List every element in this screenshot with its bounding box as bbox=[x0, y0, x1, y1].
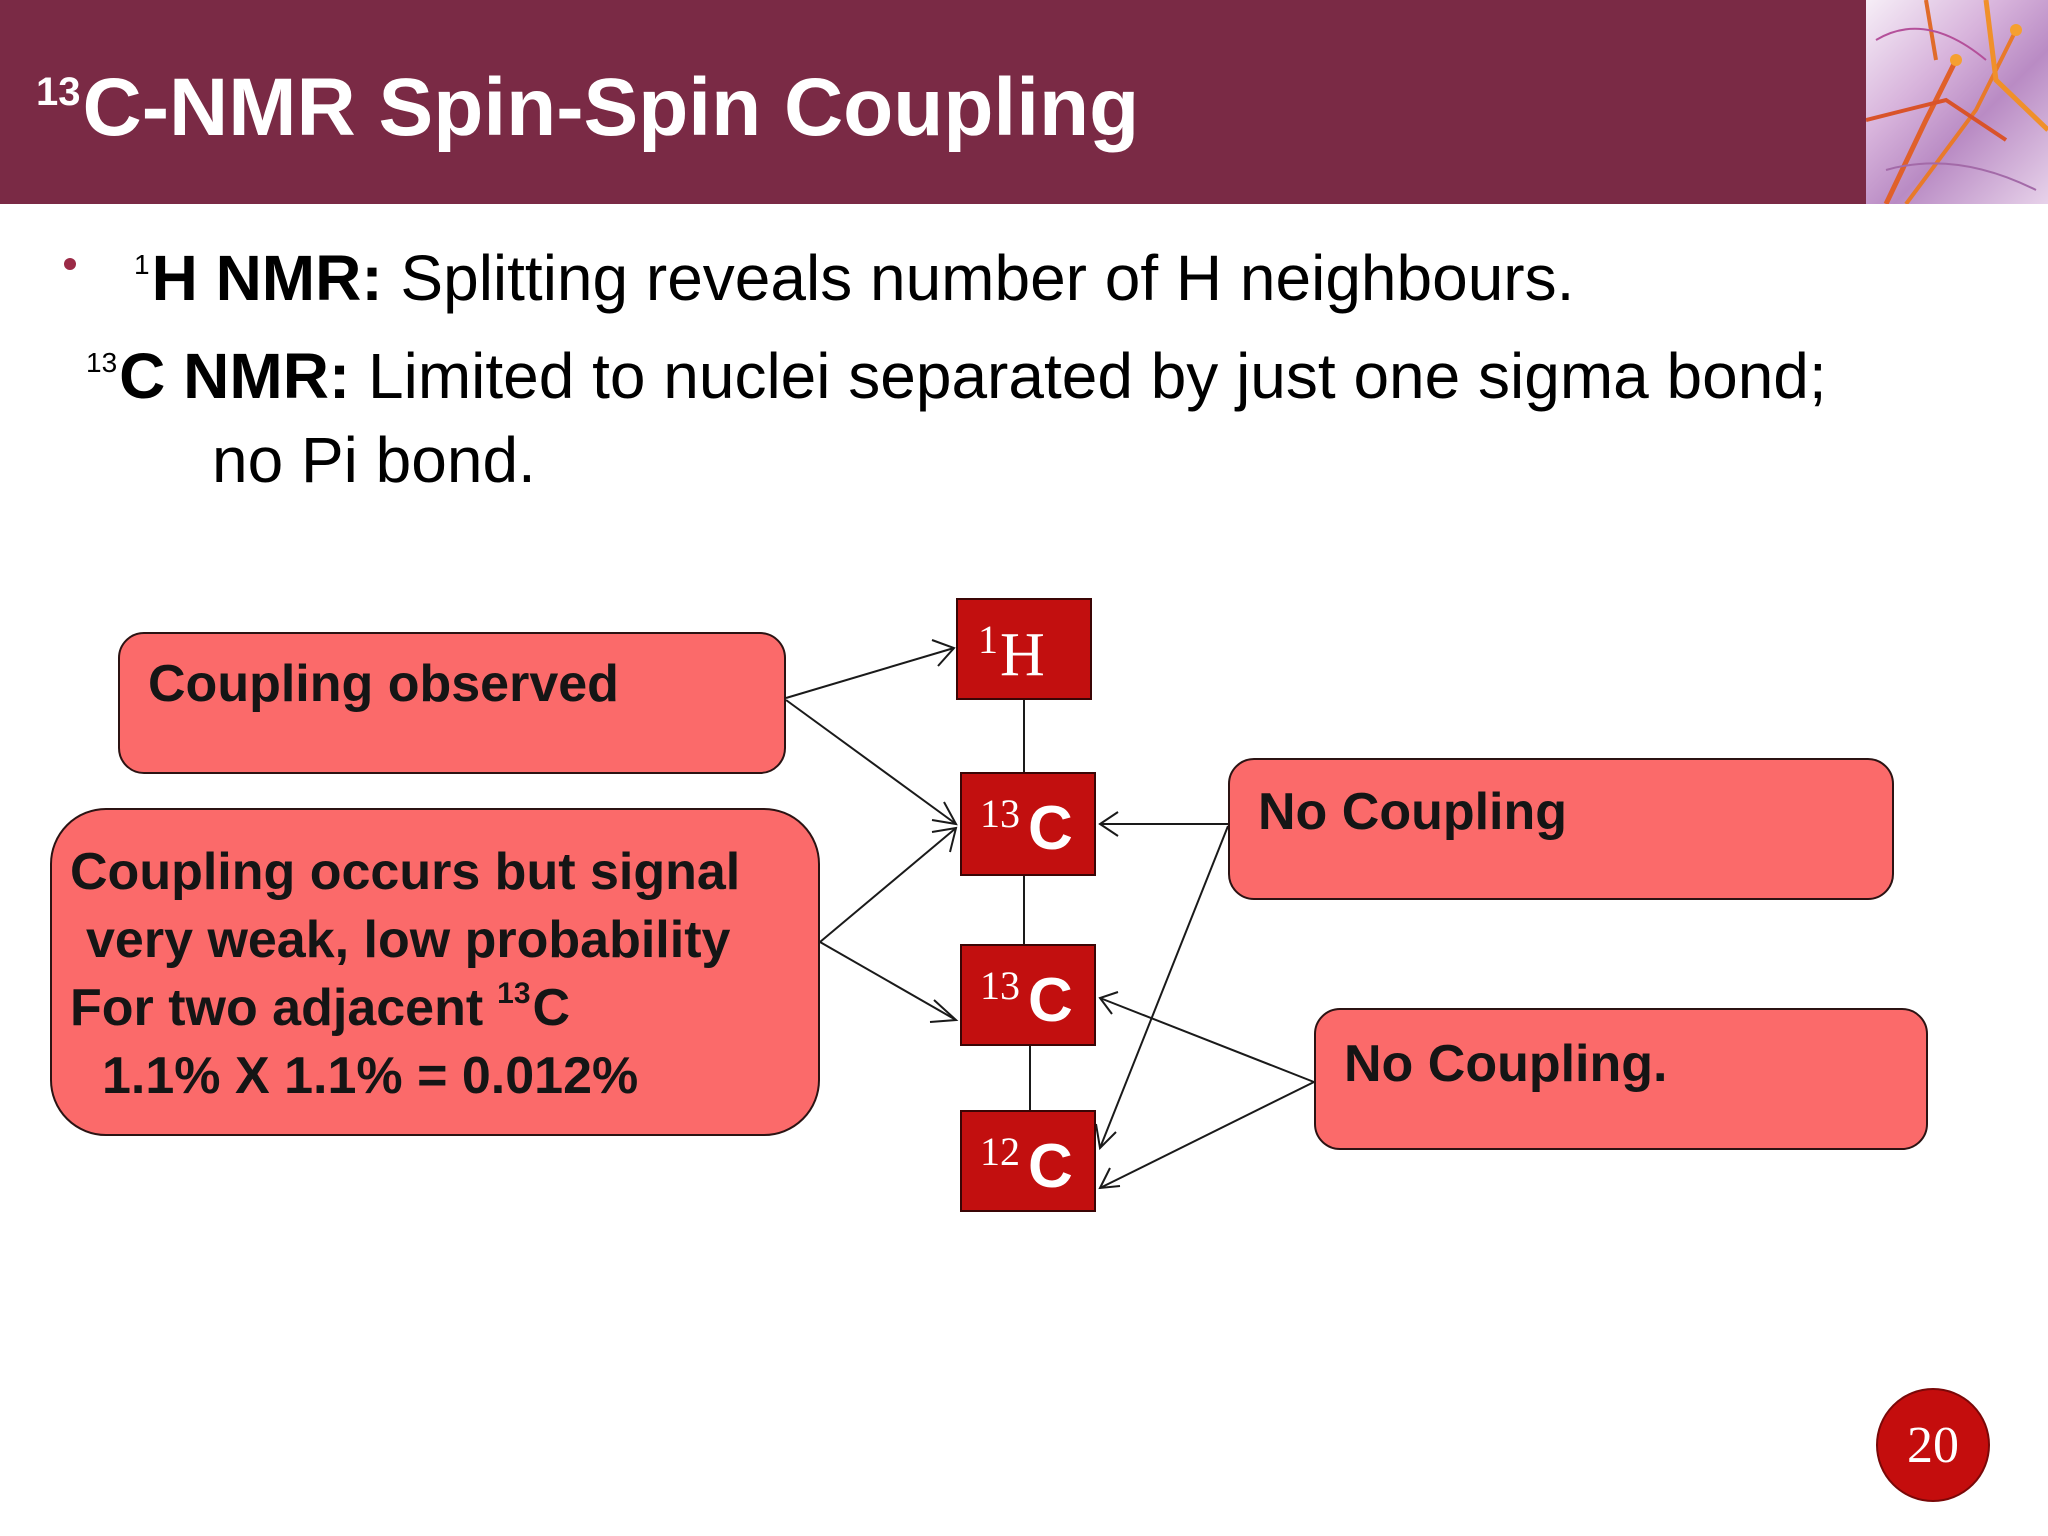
no-coupling-box-1: No Coupling bbox=[1228, 758, 1894, 900]
coupling-observed-label: Coupling observed bbox=[148, 655, 619, 713]
bullet-h-label: H NMR: bbox=[151, 242, 383, 314]
bullet-c-text: Limited to nuclei separated by just one … bbox=[350, 340, 1827, 412]
no-coupling-box-2: No Coupling. bbox=[1314, 1008, 1928, 1150]
arrow-observed-to-h bbox=[785, 647, 955, 699]
page-number-badge: 20 bbox=[1876, 1388, 1990, 1502]
nucleus-12c-iso: 12 bbox=[980, 1129, 1020, 1174]
bullet-h-text: Splitting reveals number of H neighbours… bbox=[382, 242, 1575, 314]
weak-line-2: very weak, low probability bbox=[86, 911, 731, 969]
title-text: C-NMR Spin-Spin Coupling bbox=[82, 62, 1140, 153]
no-coupling-2-label: No Coupling. bbox=[1344, 1035, 1668, 1093]
coupling-observed-box: Coupling observed bbox=[118, 632, 786, 774]
weak-line-3: For two adjacent 13C bbox=[70, 977, 571, 1046]
nucleus-13c-a-iso: 13 bbox=[980, 791, 1020, 836]
bullet-h-nmr: 1H NMR: Splitting reveals number of H ne… bbox=[134, 238, 1574, 331]
nucleus-13c-b-iso: 13 bbox=[980, 963, 1020, 1008]
bullet-c-label: C NMR: bbox=[119, 340, 351, 412]
bullet-c-sup: 13 bbox=[86, 347, 118, 378]
bullet-c-nmr: 13C NMR: Limited to nuclei separated by … bbox=[86, 336, 1827, 429]
weak-line-4: 1.1% X 1.1% = 0.012% bbox=[102, 1047, 639, 1105]
arrow-weak-to-c13b bbox=[819, 941, 957, 1021]
bullet-c-continuation: no Pi bond. bbox=[212, 424, 536, 496]
bullet-dot bbox=[64, 258, 76, 270]
title-bar: 13C-NMR Spin-Spin Coupling bbox=[0, 0, 1866, 204]
nucleus-13c-a-element: C bbox=[1028, 794, 1073, 863]
arrow-nocoupling1-to-c12 bbox=[1099, 825, 1229, 1149]
weak-line-3-pre: For two adjacent bbox=[70, 979, 484, 1037]
nucleus-1h: 1 H bbox=[956, 598, 1092, 700]
arrow-nocoupling2-to-c13b bbox=[1099, 997, 1315, 1083]
arrow-weak-to-c13a bbox=[819, 827, 957, 943]
nucleus-1h-element: H bbox=[1000, 621, 1045, 689]
weak-coupling-box: Coupling occurs but signal very weak, lo… bbox=[50, 808, 820, 1136]
arrow-observed-to-c13a bbox=[785, 699, 957, 825]
nucleus-12c-element: C bbox=[1028, 1132, 1073, 1201]
nucleus-13c-a: 13 C bbox=[960, 772, 1096, 876]
nucleus-13c-b-element: C bbox=[1028, 966, 1073, 1035]
weak-line-1: Coupling occurs but signal bbox=[70, 843, 741, 901]
weak-line-3-post: C bbox=[532, 979, 571, 1037]
nucleus-1h-iso: 1 bbox=[978, 617, 998, 662]
saffron-flower-image bbox=[1866, 0, 2048, 204]
weak-line-3-sup: 13 bbox=[497, 977, 531, 1010]
bullet-h-sup: 1 bbox=[134, 249, 150, 280]
title-superscript: 13 bbox=[36, 70, 81, 114]
slide-title: 13C-NMR Spin-Spin Coupling bbox=[36, 48, 1139, 182]
no-coupling-1-label: No Coupling bbox=[1258, 783, 1568, 841]
arrow-nocoupling2-to-c12 bbox=[1099, 1081, 1315, 1189]
nucleus-12c: 12 C bbox=[960, 1110, 1096, 1212]
nucleus-13c-b: 13 C bbox=[960, 944, 1096, 1046]
